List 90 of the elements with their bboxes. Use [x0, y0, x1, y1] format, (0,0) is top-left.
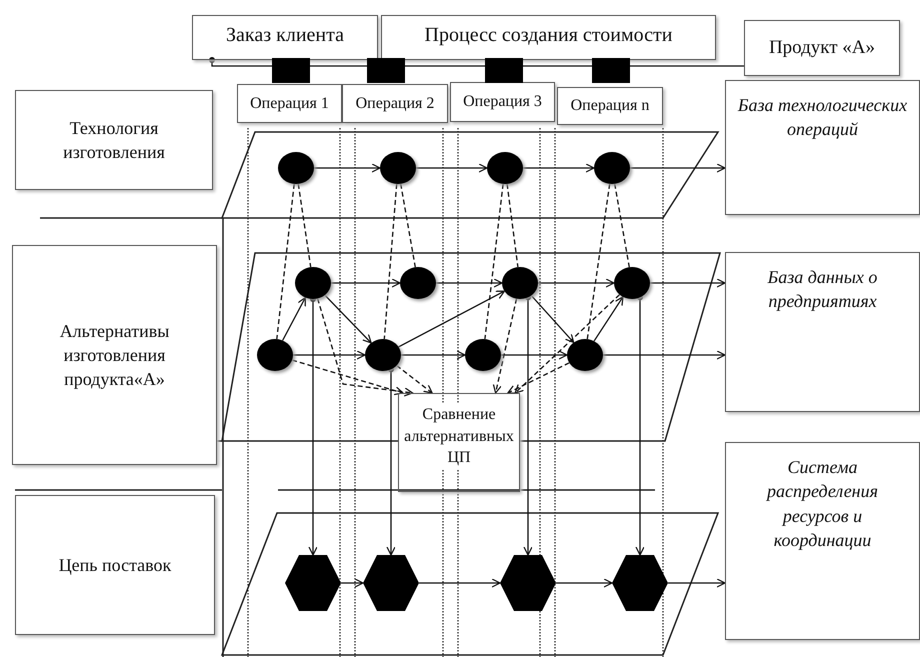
- arrow: [419, 578, 501, 588]
- dashed-line: [276, 184, 295, 340]
- square-marker: [485, 58, 523, 83]
- circle-node: [465, 339, 501, 371]
- arrow: [282, 296, 306, 341]
- circle-node: [295, 267, 331, 299]
- dashed-arrow: [492, 298, 518, 394]
- box-text: Цепь поставок: [58, 554, 172, 577]
- dashed-line: [506, 184, 519, 268]
- arrow: [308, 296, 318, 556]
- circle-node: [502, 267, 538, 299]
- square-marker: [592, 58, 630, 83]
- text-box: [237, 84, 342, 123]
- dashed-arrow: [396, 364, 433, 394]
- dashed-arrow: [316, 298, 414, 397]
- box-text: Сравнение альтернативных ЦП: [399, 404, 519, 469]
- arrow: [314, 163, 381, 173]
- circle-node: [380, 152, 416, 184]
- arrow: [331, 278, 401, 288]
- circle-node: [278, 152, 314, 184]
- arrow: [556, 578, 613, 588]
- text-box: [15, 495, 215, 635]
- text-box: [342, 84, 448, 123]
- box-text: Процесс создания стоимости: [424, 23, 674, 48]
- box-text: Продукт «А»: [768, 36, 876, 60]
- circle-node: [257, 339, 293, 371]
- circle-node: [365, 339, 401, 371]
- arrow: [436, 278, 503, 288]
- dashed-arrow: [292, 359, 404, 396]
- hexagon-node: [612, 555, 668, 611]
- arrow: [635, 294, 645, 556]
- arrow: [501, 350, 568, 360]
- connector-line: [630, 65, 744, 67]
- text-box: [744, 20, 900, 76]
- arrow: [416, 163, 488, 173]
- box-text: Технология изготовления: [62, 116, 166, 164]
- box-text: Система распределения ресурсов и координации: [765, 456, 879, 552]
- text-box: [398, 393, 520, 492]
- dashed-line: [614, 184, 630, 268]
- arrow: [341, 578, 364, 588]
- circle-node: [614, 267, 650, 299]
- arrow: [523, 163, 595, 173]
- hexagon-node: [500, 555, 556, 611]
- arrow: [386, 366, 396, 556]
- hexagon-node: [363, 555, 419, 611]
- dashed-line: [586, 184, 610, 340]
- box-text: Операция 3: [462, 92, 543, 112]
- arrow: [324, 294, 372, 344]
- dashed-line: [484, 184, 504, 340]
- dashed-line: [384, 184, 398, 340]
- box-text: Операция n: [570, 96, 650, 116]
- circle-node: [594, 152, 630, 184]
- dashed-line: [298, 184, 312, 268]
- dashed-arrow: [514, 294, 620, 394]
- arrow: [523, 294, 533, 556]
- connector-line: [523, 65, 592, 67]
- text-box: [725, 80, 920, 215]
- text-box: [450, 82, 555, 122]
- hexagon-node: [285, 555, 341, 611]
- text-box: [12, 245, 217, 465]
- text-box: [725, 442, 920, 640]
- circle-node: [567, 339, 603, 371]
- connector-line: [405, 65, 485, 67]
- box-text: База технологических операций: [736, 94, 908, 142]
- box-text: База данных о предприятиях: [766, 266, 878, 314]
- text-box: [15, 90, 213, 190]
- box-text: Операция 1: [249, 94, 330, 114]
- text-box: [725, 252, 920, 412]
- box-text: Операция 2: [354, 94, 436, 114]
- arrow: [603, 350, 726, 360]
- square-marker: [367, 58, 405, 83]
- square-marker: [272, 58, 310, 83]
- arrow: [538, 278, 615, 288]
- dashed-line: [400, 184, 416, 268]
- arrow: [293, 350, 366, 360]
- arrow: [630, 163, 726, 173]
- dashed-arrow: [507, 362, 570, 394]
- text-box: [557, 87, 663, 125]
- arrow: [668, 578, 726, 588]
- connector-line: [310, 65, 367, 67]
- circle-node: [487, 152, 523, 184]
- box-text: Заказ клиента: [225, 23, 345, 48]
- arrow: [401, 350, 466, 360]
- connector-line: [209, 57, 272, 67]
- box-text: Альтернативы изготовления продукта«А»: [58, 320, 170, 392]
- arrow: [650, 278, 726, 288]
- circle-node: [400, 267, 436, 299]
- arrow: [530, 295, 574, 344]
- arrow: [398, 290, 506, 348]
- arrow: [593, 296, 624, 342]
